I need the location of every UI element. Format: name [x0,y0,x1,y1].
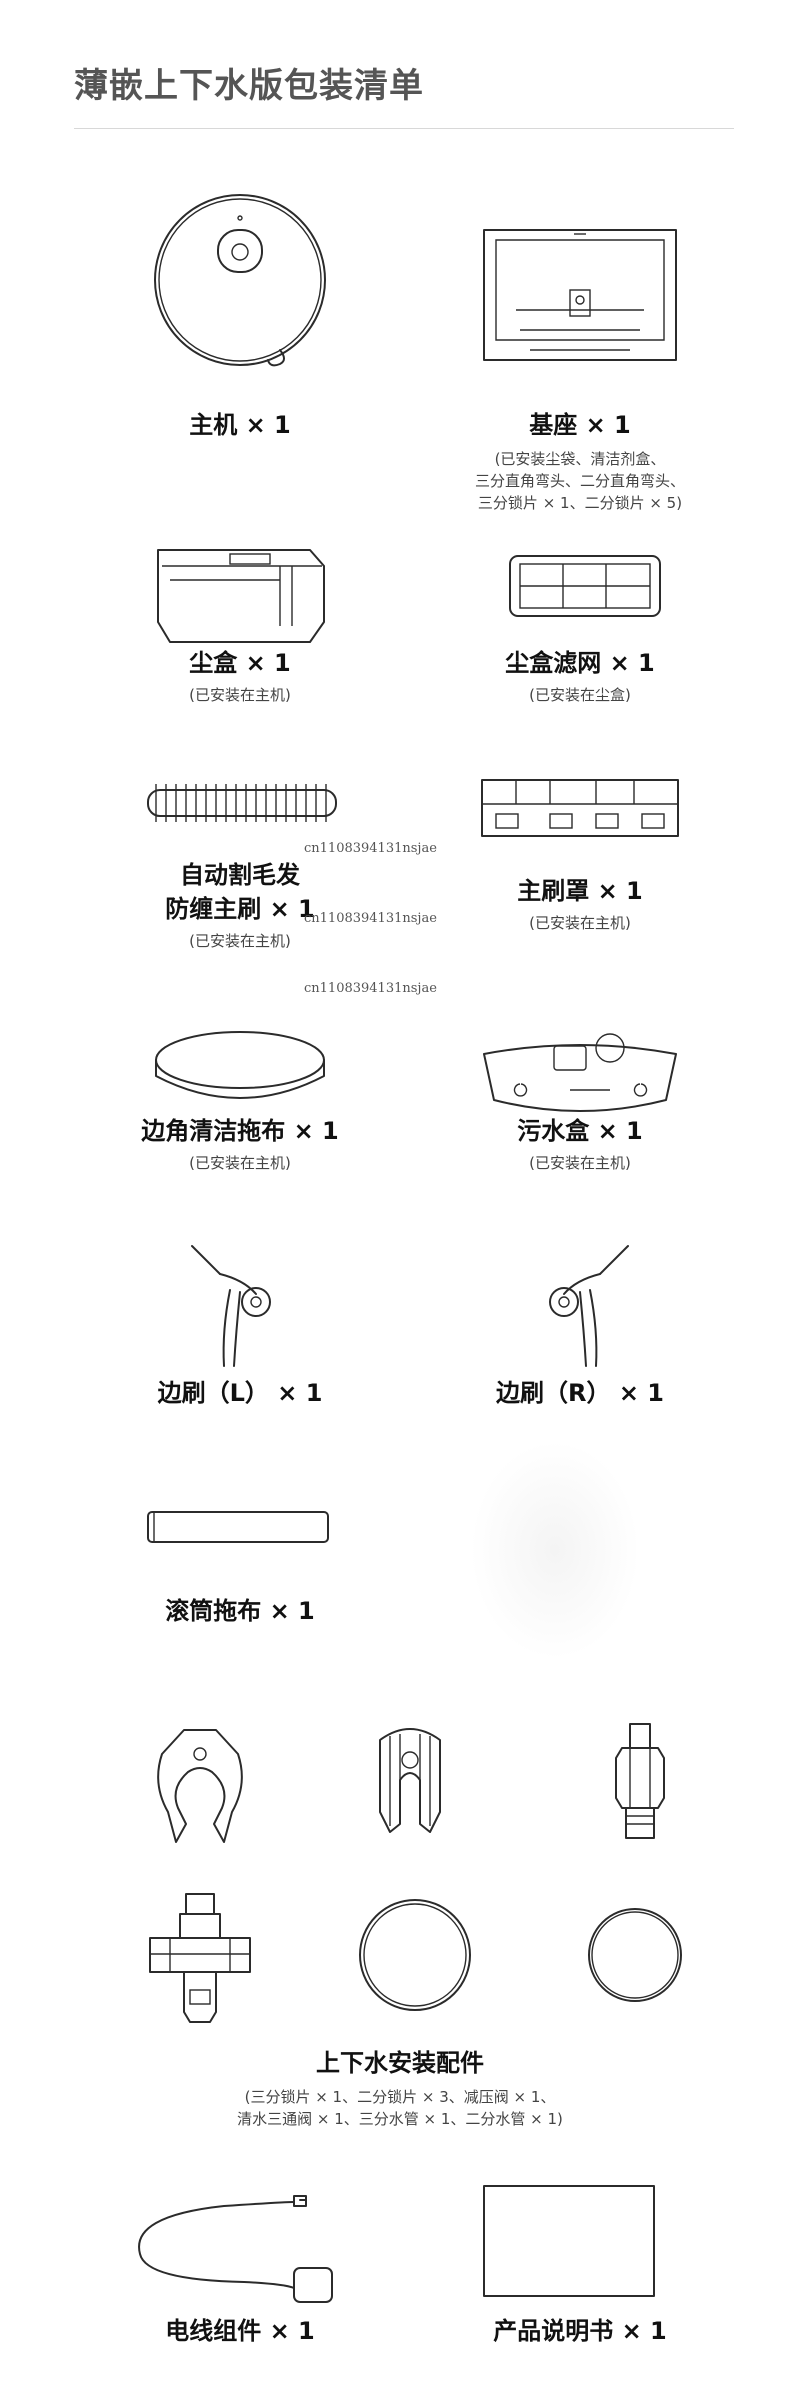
robot-label: 主机 × 1 [189,411,291,439]
brushcover-note: (已安装在主机) [529,914,631,932]
sidebrush-l-label: 边刷（L） × 1 [157,1379,323,1407]
page-title: 薄嵌上下水版包装清单 [74,66,424,106]
base-label: 基座 × 1 [529,411,631,439]
water-pipe-large-icon [359,1899,471,2011]
dustbox-icon [157,549,325,643]
item-sidebrush-l: 边刷（L） × 1 [80,1240,400,1420]
base-note-line-1: (已安装尘袋、清洁剂盒、 [494,450,666,468]
title-divider [74,128,734,129]
manual-label: 产品说明书 × 1 [493,2317,667,2345]
item-sidebrush-r: 边刷（R） × 1 [420,1240,740,1420]
watermark-text: cn1108394131nsjae [304,841,437,856]
blank-area [470,1440,640,1660]
edge-mop-icon [155,1031,325,1099]
side-brush-left-icon [191,1245,271,1367]
rollermop-label: 滚筒拖布 × 1 [165,1597,315,1625]
item-mainbrush: 自动割毛发 防缠主刷 × 1 (已安装在主机) [80,770,400,970]
watermark-text: cn1108394131nsjae [304,911,437,926]
docking-base-icon [483,229,677,361]
item-dustbox: 尘盒 × 1 (已安装在主机) [80,520,400,720]
item-dustfilter: 尘盒滤网 × 1 (已安装在尘盒) [420,520,740,720]
waste-tank-icon [483,1033,677,1112]
sidebrush-r-label: 边刷（R） × 1 [496,1379,664,1407]
three-way-valve-icon [149,1893,251,2023]
item-manual: 产品说明书 × 1 [420,2180,740,2350]
robot-vacuum-icon [154,194,326,367]
wastetank-note: (已安装在主机) [529,1154,631,1172]
lock-clip-icon [157,1729,243,1843]
brushcover-label: 主刷罩 × 1 [517,877,643,905]
water-kit-note-line-1: (三分锁片 × 1、二分锁片 × 3、减压阀 × 1、 [244,2088,556,2106]
dustfilter-label: 尘盒滤网 × 1 [505,649,655,677]
watermark-text: cn1108394131nsjae [304,981,437,996]
item-edgemop: 边角清洁拖布 × 1 (已安装在主机) [80,1010,400,1200]
dustfilter-note: (已安装在尘盒) [529,686,631,704]
item-water-kit: 上下水安装配件 (三分锁片 × 1、二分锁片 × 3、减压阀 × 1、 清水三通… [60,1700,740,2140]
base-note-line-3: 三分锁片 × 1、二分锁片 × 5) [477,494,683,512]
edgemop-note: (已安装在主机) [189,1154,291,1172]
item-power: 电线组件 × 1 [80,2180,400,2350]
water-pipe-small-icon [588,1908,682,2002]
base-note-line-2: 三分直角弯头、二分直角弯头、 [474,472,685,490]
dustbox-note: (已安装在主机) [189,686,291,704]
dust-filter-icon [509,555,661,617]
wastetank-label: 污水盒 × 1 [517,1117,643,1145]
power-cable-icon [138,2195,333,2303]
pressure-valve-icon [615,1723,665,1839]
manual-icon [483,2185,655,2297]
side-brush-right-icon [549,1245,629,1367]
brush-cover-icon [481,779,679,837]
main-brush-icon [147,784,337,822]
mainbrush-label-line-1: 自动割毛发 [180,861,300,889]
water-kit-note-line-2: 清水三通阀 × 1、三分水管 × 1、二分水管 × 1) [237,2110,563,2128]
item-brushcover: 主刷罩 × 1 (已安装在主机) [420,770,740,970]
item-wastetank: 污水盒 × 1 (已安装在主机) [420,1010,740,1200]
water-kit-label: 上下水安装配件 [316,2049,484,2077]
mainbrush-note: (已安装在主机) [189,932,291,950]
power-label: 电线组件 × 1 [165,2317,315,2345]
item-rollermop: 滚筒拖布 × 1 [80,1500,400,1650]
item-robot: 主机 × 1 [80,190,400,450]
mainbrush-label-line-2: 防缠主刷 × 1 [165,895,315,923]
item-base: 基座 × 1 (已安装尘袋、清洁剂盒、 三分直角弯头、二分直角弯头、 三分锁片 … [420,190,740,520]
edgemop-label: 边角清洁拖布 × 1 [141,1117,339,1145]
roller-mop-icon [147,1511,329,1543]
lock-clip-stack-icon [379,1728,441,1833]
dustbox-label: 尘盒 × 1 [189,649,291,677]
